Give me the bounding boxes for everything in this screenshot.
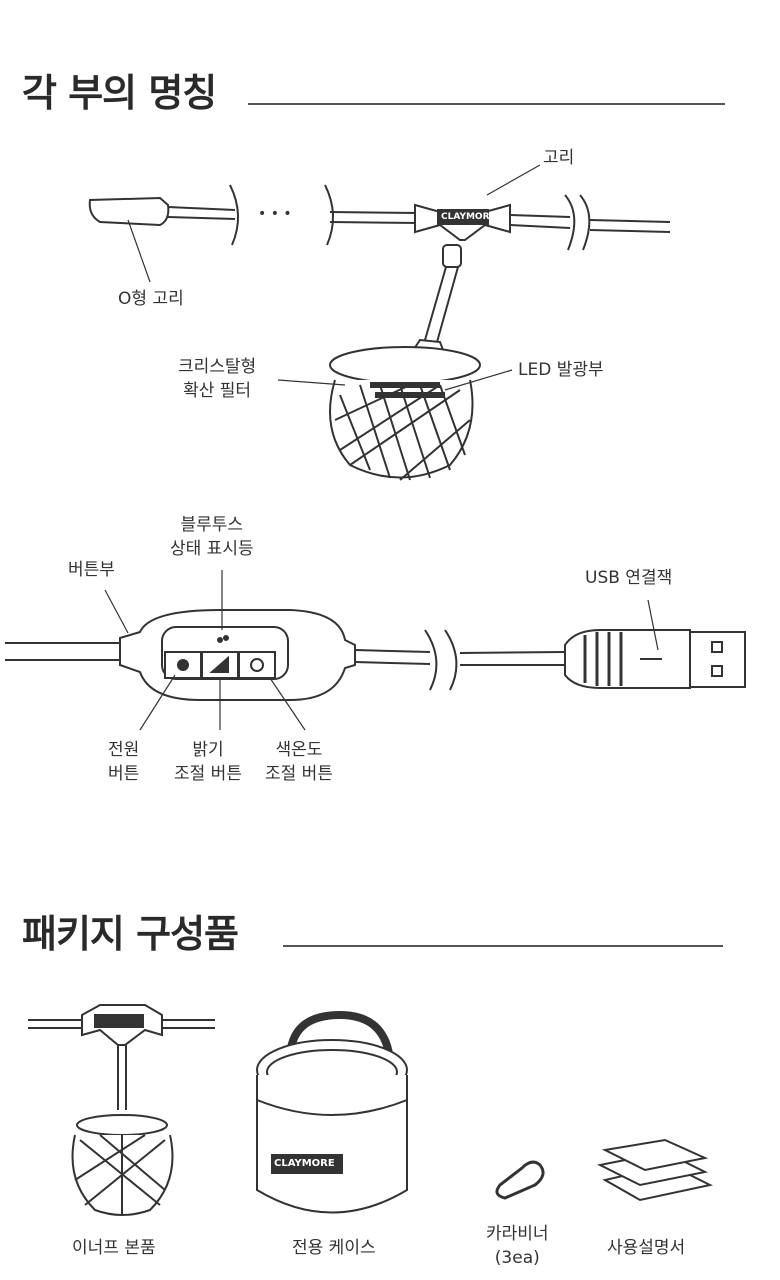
label-brightness: 밝기 조절 버튼: [174, 738, 242, 786]
package-item-carabiner-line2: (3ea): [494, 1248, 540, 1268]
package-illustrations: [28, 1004, 713, 1216]
label-power: 전원 버튼: [108, 738, 139, 786]
label-brightness-line2: 조절 버튼: [174, 764, 242, 784]
package-item-main: 이너프 본품: [72, 1238, 156, 1258]
title-divider: [248, 103, 725, 105]
label-o-ring: O형 고리: [118, 289, 184, 309]
label-power-line1: 전원: [108, 740, 140, 760]
section-title-package: 패키지 구성품: [22, 912, 239, 956]
section-title-parts: 각 부의 명칭: [22, 71, 217, 115]
label-led: LED 발광부: [518, 360, 604, 380]
lantern-diagram: [88, 164, 671, 481]
title-divider-2: [283, 945, 723, 947]
label-bluetooth: 블루투스 상태 표시등: [170, 513, 254, 561]
ellipsis: • • •: [258, 206, 292, 222]
label-color-temp: 색온도 조절 버튼: [265, 738, 333, 786]
label-filter: 크리스탈형 확산 필터: [178, 355, 256, 403]
logo-text: CLAYMORE: [441, 212, 496, 222]
package-item-carabiner: 카라비너 (3ea): [486, 1222, 549, 1270]
label-color-temp-line2: 조절 버튼: [265, 764, 333, 784]
label-power-line2: 버튼: [108, 764, 140, 784]
label-hook: 고리: [543, 148, 575, 168]
label-filter-line2: 확산 필터: [183, 381, 252, 401]
label-button-unit: 버튼부: [68, 560, 115, 580]
label-color-temp-line1: 색온도: [275, 740, 323, 760]
label-bluetooth-line1: 블루투스: [180, 515, 244, 535]
label-usb: USB 연결잭: [585, 568, 673, 588]
package-item-case: 전용 케이스: [292, 1238, 376, 1258]
package-item-carabiner-line1: 카라비너: [486, 1224, 549, 1244]
label-filter-line1: 크리스탈형: [178, 357, 257, 377]
controller-diagram: [5, 570, 746, 731]
label-brightness-line1: 밝기: [192, 740, 224, 760]
label-bluetooth-line2: 상태 표시등: [170, 539, 254, 559]
package-logo: CLAYMORE: [274, 1158, 335, 1169]
package-item-manual: 사용설명서: [607, 1238, 686, 1258]
